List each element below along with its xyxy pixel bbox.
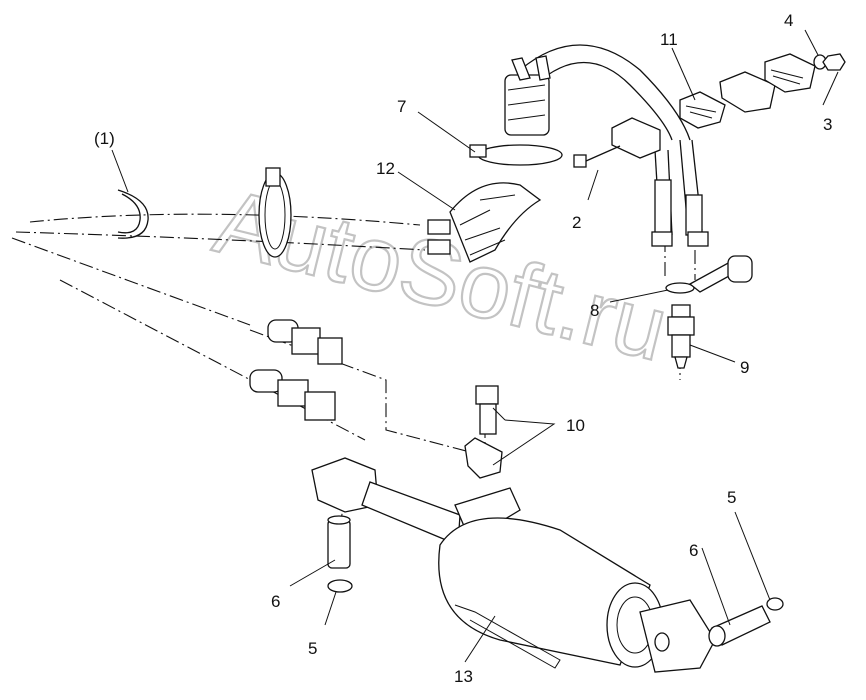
part-8-cap — [665, 255, 753, 294]
hose-clamp-left — [258, 167, 292, 258]
part-5-clip-right — [766, 597, 784, 611]
part-5-clip-left — [327, 579, 353, 593]
leader-lines — [111, 29, 839, 663]
label-2: 2 — [572, 213, 581, 232]
upper-hose — [504, 44, 691, 141]
label-5-left: 5 — [308, 639, 317, 658]
label-13: 13 — [454, 667, 473, 686]
part-1-clip — [117, 189, 149, 239]
label-9: 9 — [740, 358, 749, 377]
part-11-bracket-clips — [611, 53, 816, 159]
part-6-pin-left — [327, 515, 351, 569]
label-3: 3 — [823, 115, 832, 134]
label-4: 4 — [784, 11, 793, 30]
part-13-cylinder — [311, 457, 716, 673]
vertical-lines — [651, 139, 709, 247]
label-6-right: 6 — [689, 541, 698, 560]
label-1: (1) — [94, 129, 115, 148]
callout-labels: (1) 2 3 4 5 5 6 6 7 8 9 10 11 12 13 — [94, 11, 832, 686]
part-3-nut — [822, 53, 846, 71]
part-9-fitting — [667, 304, 695, 369]
hose-fitting-upper — [267, 319, 343, 365]
label-7: 7 — [397, 97, 406, 116]
part-2-bolt — [573, 145, 621, 168]
label-11: 11 — [660, 30, 678, 49]
label-8: 8 — [590, 301, 599, 320]
label-6-left: 6 — [271, 592, 280, 611]
part-7-clamp — [469, 144, 563, 166]
part-12-hose — [427, 182, 542, 263]
label-5-right: 5 — [727, 488, 736, 507]
part-6-pin-right — [708, 605, 771, 647]
label-12: 12 — [376, 159, 395, 178]
part-10-banjo — [464, 385, 503, 479]
hose-fitting-lower — [249, 369, 336, 421]
label-10: 10 — [566, 416, 585, 435]
